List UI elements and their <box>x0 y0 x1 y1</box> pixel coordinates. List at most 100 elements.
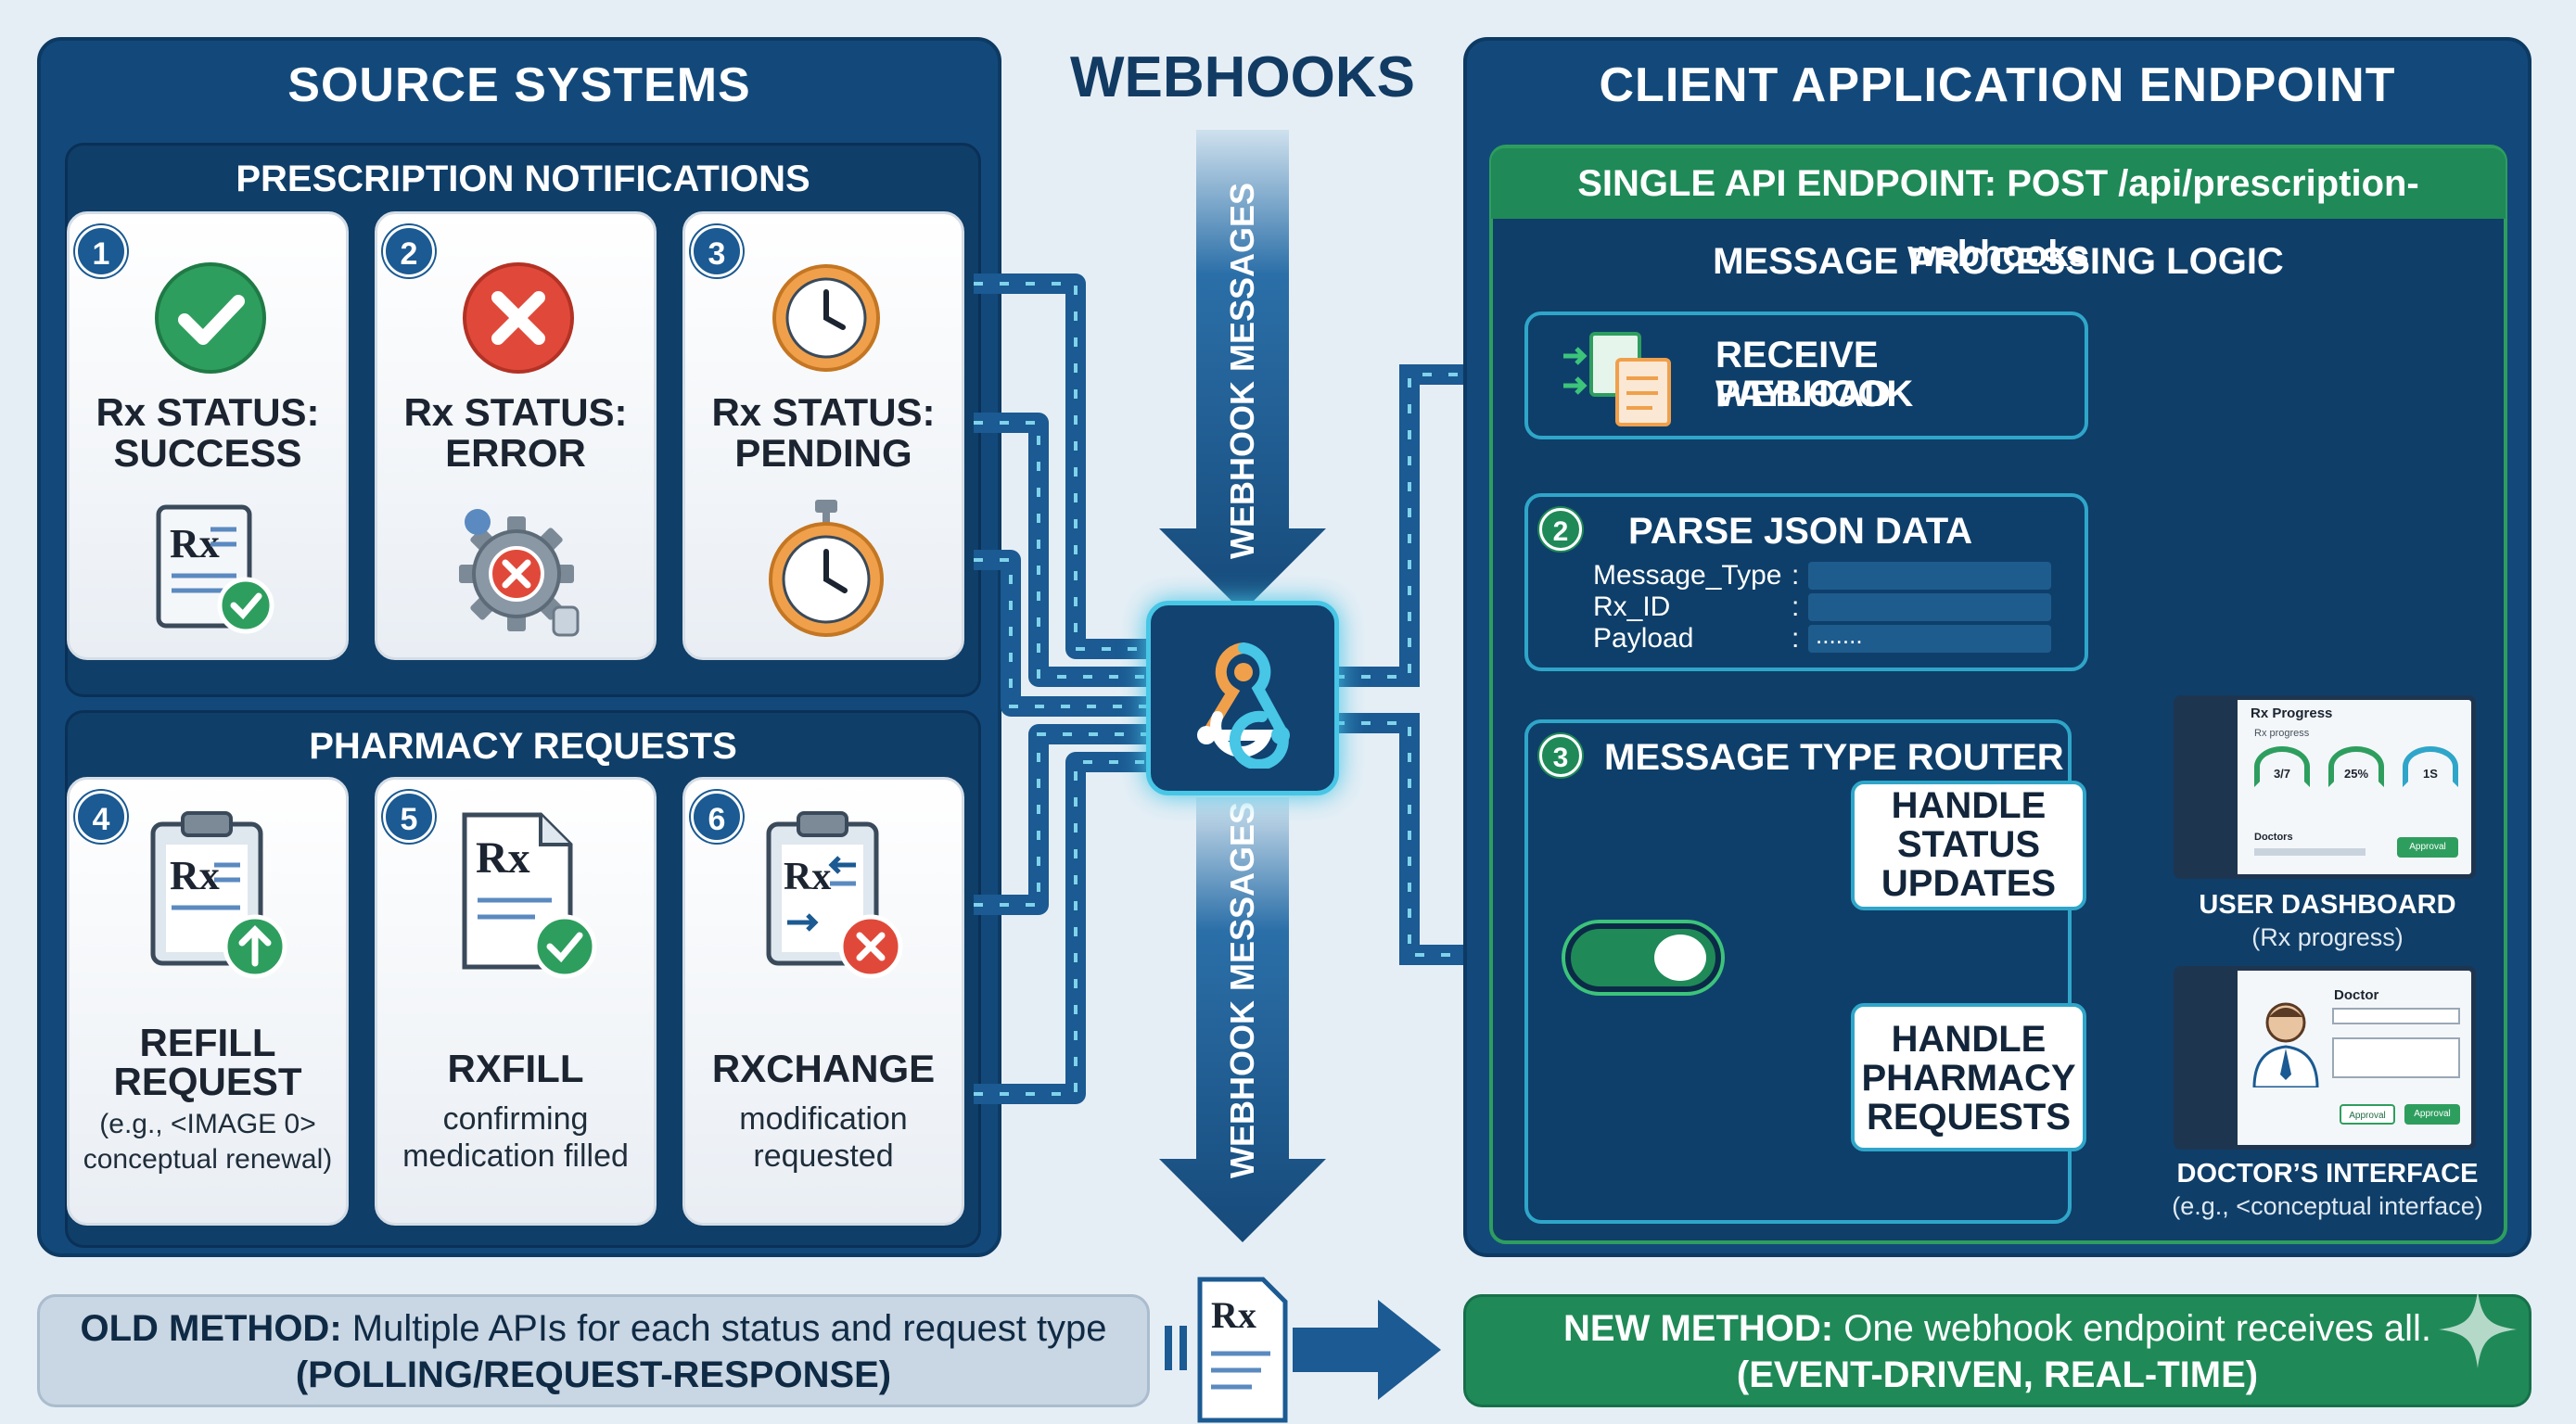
card-rx-pending: 3 Rx STATUS: PENDING <box>682 211 964 660</box>
clipboard-refill-icon: Rx <box>150 811 287 979</box>
handle-status-l3: UPDATES <box>1881 863 2057 904</box>
processing-logic-title: MESSAGE PROCESSING LOGIC <box>1713 241 2284 282</box>
gauge-1 <box>2254 746 2310 787</box>
field-label-payload: Payload <box>1593 623 1694 654</box>
card-subtitle-2: requested <box>753 1138 894 1174</box>
new-method-line: NEW METHOD: One webhook endpoint receive… <box>1466 1308 2529 1350</box>
handle-pharmacy-l3: REQUESTS <box>1866 1097 2072 1138</box>
gear-error-icon <box>459 509 580 637</box>
doctor-input-1 <box>2332 1008 2460 1024</box>
field-separator: : <box>1792 623 1800 654</box>
card-title-2: PENDING <box>734 431 912 475</box>
dashboard-row-bar <box>2254 848 2366 856</box>
toggle-knob <box>1654 934 1706 981</box>
card-title-1: REFILL <box>139 1021 276 1064</box>
card-title-2: SUCCESS <box>113 431 302 475</box>
router-title: MESSAGE TYPE ROUTER <box>1604 737 2064 778</box>
webhook-messages-label-top: WEBHOOK MESSAGES <box>1223 182 1261 560</box>
old-method-sub: (POLLING/REQUEST-RESPONSE) <box>295 1354 892 1395</box>
field-separator: : <box>1792 560 1800 591</box>
new-method-banner: NEW METHOD: One webhook endpoint receive… <box>1463 1294 2531 1407</box>
card-subtitle-1: modification <box>739 1101 908 1137</box>
webhook-hub <box>1146 601 1339 795</box>
transition-arrow: Rx <box>1165 1277 1441 1423</box>
client-endpoint-title: CLIENT APPLICATION ENDPOINT <box>1599 58 2396 112</box>
card-title-1: Rx STATUS: <box>403 390 628 434</box>
webhook-icon <box>1197 642 1290 769</box>
clock-icon <box>772 264 880 372</box>
field-separator: : <box>1792 591 1800 622</box>
doctor-approval-button-1[interactable]: Approval <box>2340 1104 2395 1125</box>
dashboard-screen-sub: Rx progress <box>2254 728 2310 739</box>
card-subtitle-2: medication filled <box>402 1138 629 1174</box>
notifications-title: PRESCRIPTION NOTIFICATIONS <box>236 159 810 199</box>
requests-title: PHARMACY REQUESTS <box>309 726 737 767</box>
svg-text:Rx: Rx <box>476 833 530 883</box>
new-method-label: NEW METHOD: <box>1563 1308 1834 1349</box>
old-method-line: OLD METHOD: Multiple APIs for each statu… <box>40 1308 1147 1350</box>
dashboard-approval-button[interactable]: Approval <box>2397 837 2458 858</box>
webhook-messages-label-bottom: WEBHOOK MESSAGES <box>1223 801 1261 1179</box>
x-circle-icon <box>463 262 574 374</box>
doctor-input-2 <box>2332 1037 2460 1078</box>
card-title-2: ERROR <box>445 431 586 475</box>
user-dashboard-sub: (Rx progress) <box>2251 923 2404 951</box>
handle-status-l1: HANDLE <box>1891 785 2047 826</box>
card-number: 6 <box>691 791 743 843</box>
handle-status-box: HANDLE STATUS UPDATES <box>1851 781 2086 910</box>
card-number: 5 <box>383 791 435 843</box>
svg-text:Rx: Rx <box>170 853 220 898</box>
card-rxfill: 5 Rx RXFILL confirming medication filled <box>375 777 657 1226</box>
field-label-message-type: Message_Type <box>1593 560 1782 591</box>
clipboard-change-icon: Rx <box>766 811 903 979</box>
doctor-sidebar <box>2178 971 2238 1145</box>
old-method-text: Multiple APIs for each status and reques… <box>341 1308 1107 1349</box>
gauge-2-label: 25% <box>2343 767 2369 781</box>
receive-payload-box: RECEIVE WEBHOOK PAYLOAD <box>1524 312 2088 439</box>
receive-payload-line1: RECEIVE WEBHOOK <box>1715 335 1914 414</box>
gauge-3 <box>2403 746 2458 787</box>
router-toggle[interactable] <box>1565 923 1721 992</box>
field-value-message-type <box>1808 562 2051 590</box>
card-number: 2 <box>383 225 435 277</box>
rx-document-check-icon: Rx <box>156 504 274 634</box>
old-method-banner: OLD METHOD: Multiple APIs for each statu… <box>37 1294 1150 1407</box>
new-method-sub: (EVENT-DRIVEN, REAL-TIME) <box>1736 1354 2259 1395</box>
old-method-label: OLD METHOD: <box>80 1308 342 1349</box>
card-rxchange: 6 Rx RXCHANGE modification requested <box>682 777 964 1226</box>
card-title-1: Rx STATUS: <box>96 390 320 434</box>
field-value-rx-id <box>1808 593 2051 621</box>
step-number: 2 <box>1539 508 1582 551</box>
parse-json-box: 2 PARSE JSON DATA Message_Type Rx_ID Pay… <box>1524 493 2088 671</box>
source-systems-title: SOURCE SYSTEMS <box>287 58 751 112</box>
handle-status-l2: STATUS <box>1896 824 2041 865</box>
doctor-screen-title: Doctor <box>2334 987 2379 1003</box>
doctor-interface-title: DOCTOR’S INTERFACE <box>2176 1159 2479 1189</box>
dashboard-screen-title: Rx Progress <box>2251 706 2333 721</box>
card-subtitle-2: conceptual renewal) <box>83 1144 333 1175</box>
doctor-approval-button-2[interactable]: Approval <box>2404 1104 2460 1125</box>
gauge-3-label: 1S <box>2423 767 2438 781</box>
stopwatch-icon <box>769 500 884 637</box>
card-refill-request: 4 Rx REFILL REQUEST (e.g., <IMAGE 0> con… <box>67 777 349 1226</box>
new-method-text: One webhook endpoint receives all. <box>1833 1308 2431 1349</box>
user-dashboard-screen: Rx Progress Rx progress 3/7 25% 1S Docto… <box>2174 695 2476 879</box>
card-subtitle-1: confirming <box>442 1101 589 1137</box>
card-rx-success: 1 Rx STATUS: SUCCESS Rx <box>67 211 349 660</box>
rx-document-filled-icon: Rx <box>462 812 597 979</box>
card-title-1: Rx STATUS: <box>711 390 936 434</box>
card-title-1: RXFILL <box>447 1047 584 1090</box>
check-circle-icon <box>155 262 266 374</box>
field-value-payload: ....... <box>1808 621 2051 653</box>
parse-json-title: PARSE JSON DATA <box>1628 511 1973 552</box>
svg-text:Rx: Rx <box>784 856 831 898</box>
gauge-1-label: 3/7 <box>2273 767 2291 781</box>
dashboard-sidebar <box>2178 700 2238 874</box>
sparkle-icon <box>2439 1290 2517 1368</box>
gauge-2 <box>2328 746 2384 787</box>
user-dashboard-title: USER DASHBOARD <box>2199 890 2456 920</box>
receive-payload-line2: PAYLOAD <box>1715 374 1891 414</box>
dashboard-row-label: Doctors <box>2254 832 2293 843</box>
doctor-interface-screen: Doctor Approval Approval <box>2174 966 2476 1150</box>
webhooks-title: WEBHOOKS <box>1070 45 1415 109</box>
